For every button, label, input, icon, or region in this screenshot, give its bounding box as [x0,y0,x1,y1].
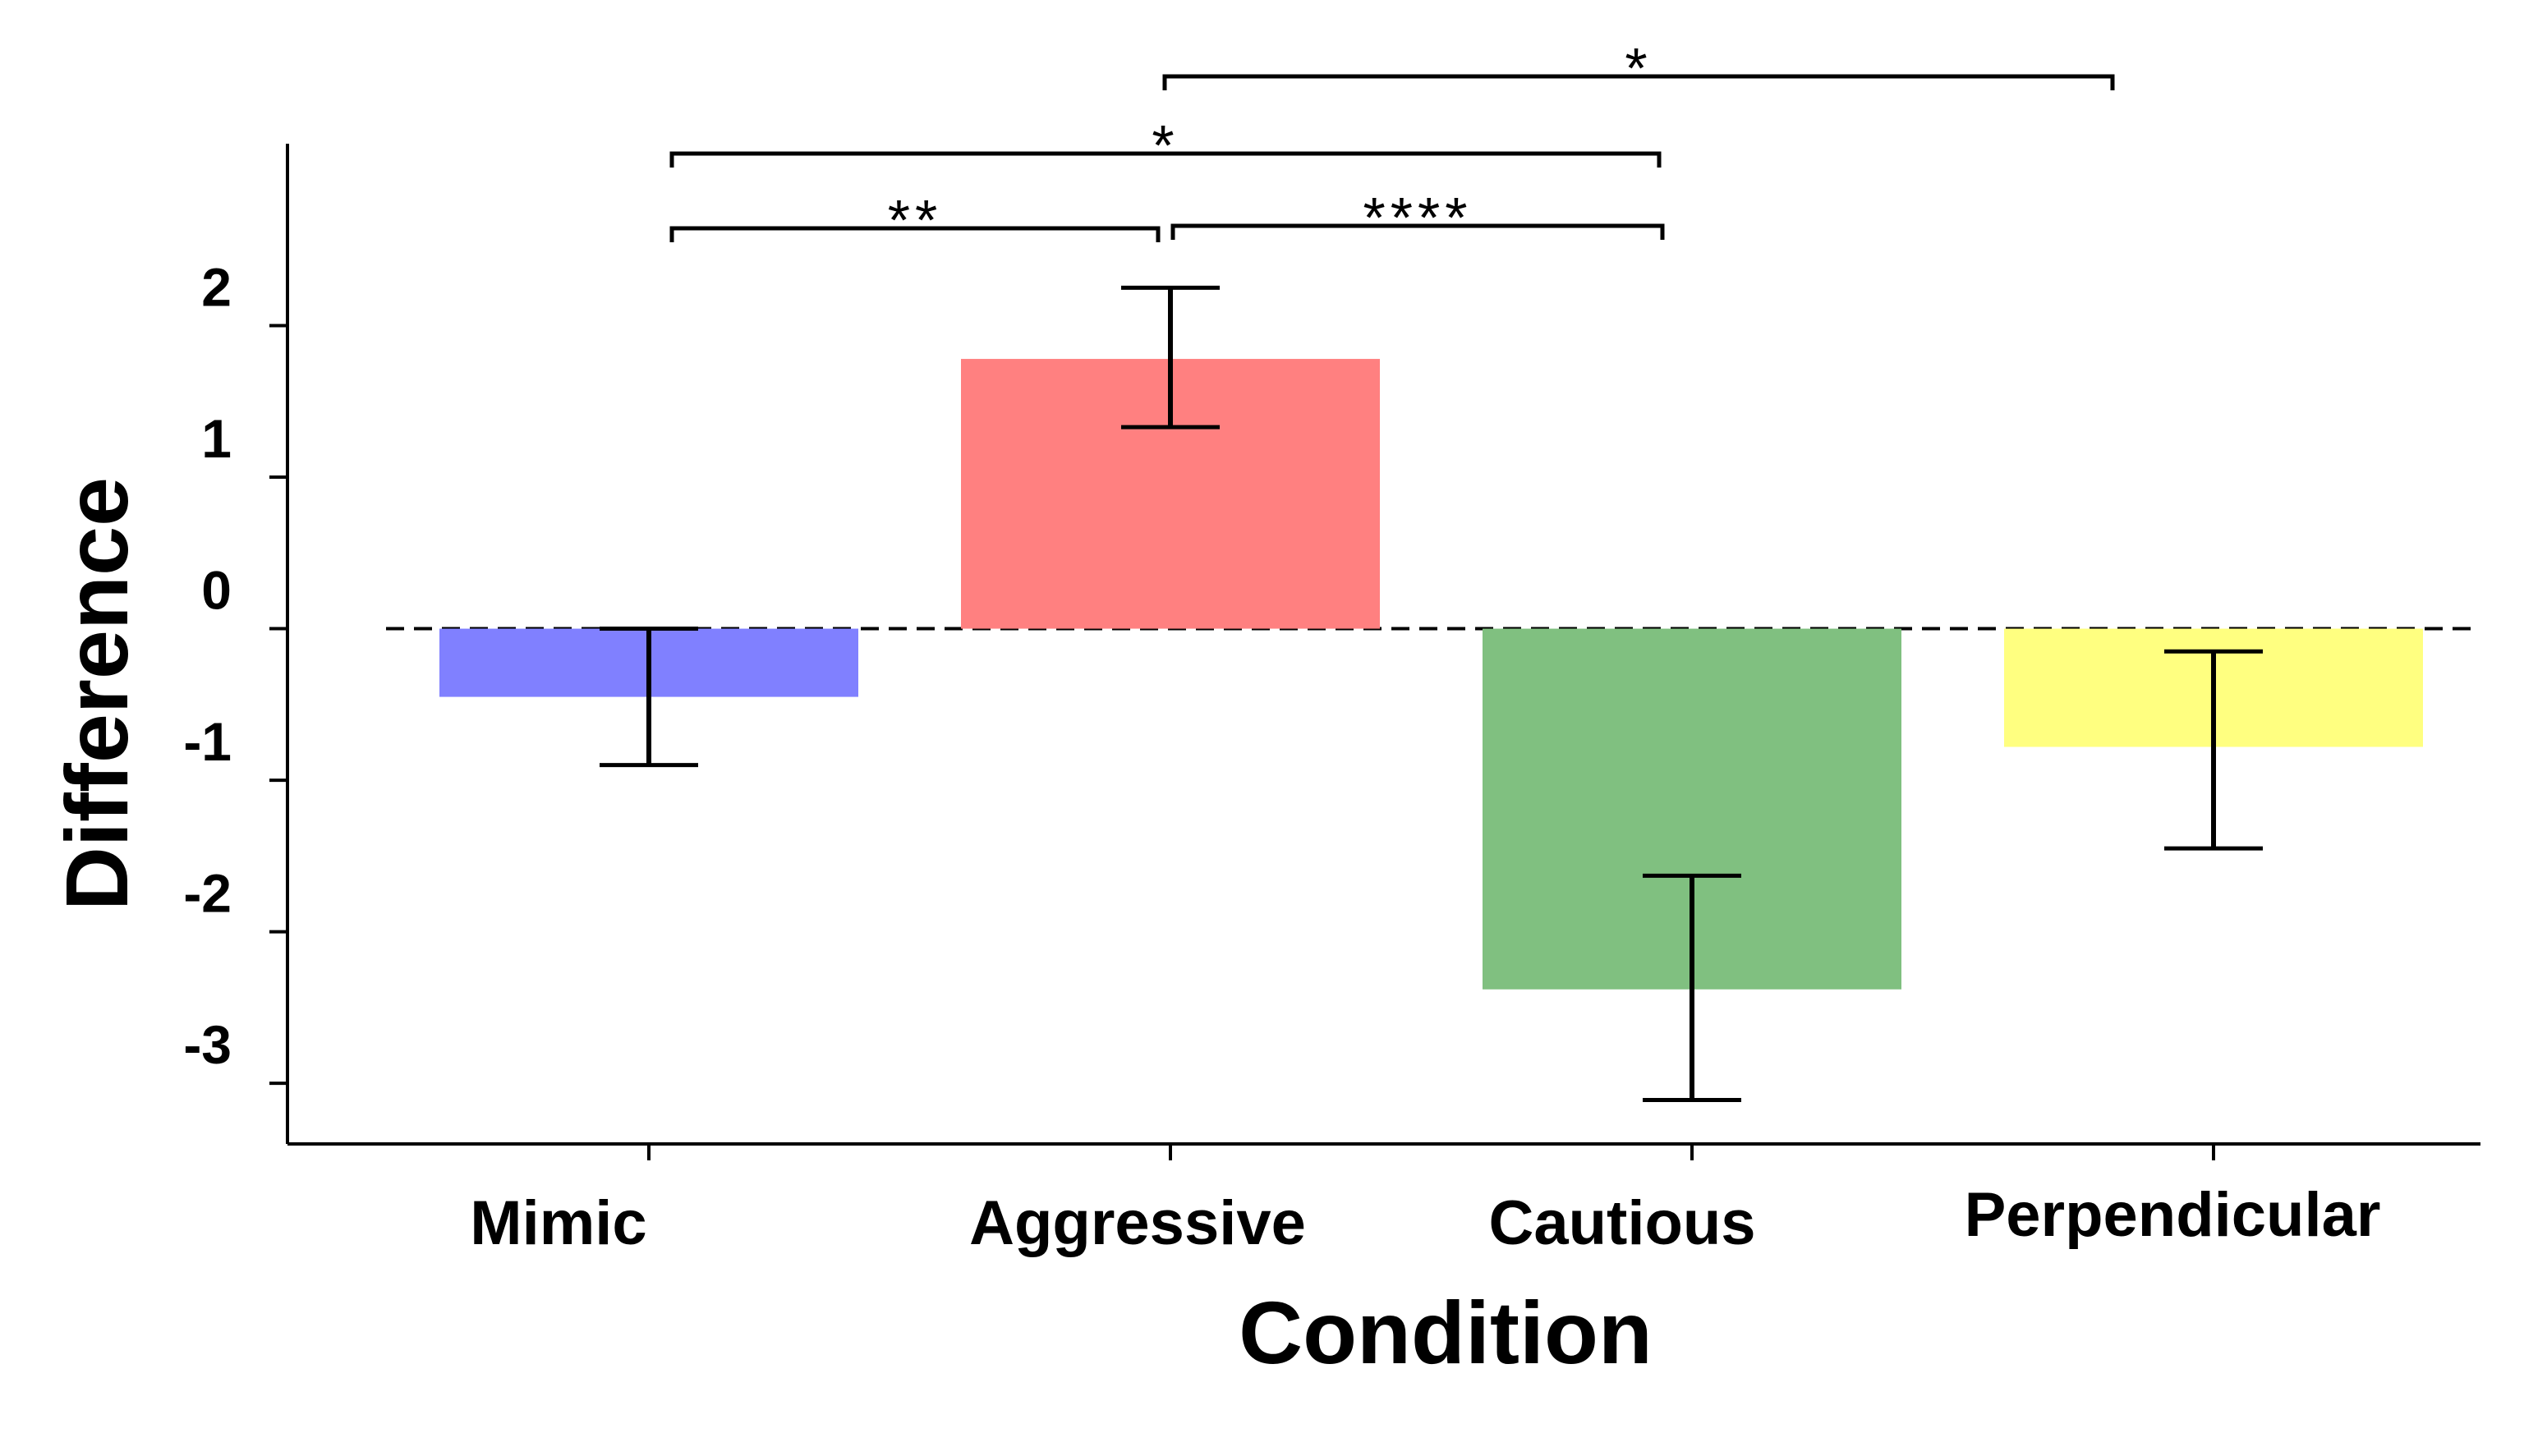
significance-label: **** [1363,186,1473,250]
x-axis-title: Condition [1239,1283,1653,1382]
error-bars-layer [600,285,2263,1102]
significance-layer: ******** [669,36,2115,252]
significance-bracket-line [1162,74,2115,90]
significance-bracket: ** [669,188,1161,252]
significance-label: ** [888,188,942,252]
significance-bracket-line [669,226,1161,242]
y-axis-title: Difference [47,477,146,911]
bars-layer [439,359,2423,990]
x-category-label: Aggressive [969,1188,1306,1258]
y-tick-label: -2 [183,863,232,924]
significance-bracket: **** [1170,186,1665,250]
y-tick-label: 2 [201,256,232,317]
significance-bracket: * [1162,36,2115,100]
y-tick-label: -1 [183,711,232,772]
significance-label: * [1152,113,1179,177]
x-category-label: Perpendicular [1965,1180,2381,1250]
axes-layer [269,144,2480,1160]
y-tick-label: 0 [201,560,232,621]
y-tick-label: -3 [183,1014,232,1075]
significance-bracket: * [669,113,1662,177]
x-category-label: Cautious [1488,1188,1755,1258]
significance-label: * [1625,36,1652,100]
significance-bracket-line [669,151,1662,168]
significance-bracket-line [1170,223,1665,240]
y-tick-label: 1 [201,408,232,469]
x-category-label: Mimic [470,1188,646,1258]
